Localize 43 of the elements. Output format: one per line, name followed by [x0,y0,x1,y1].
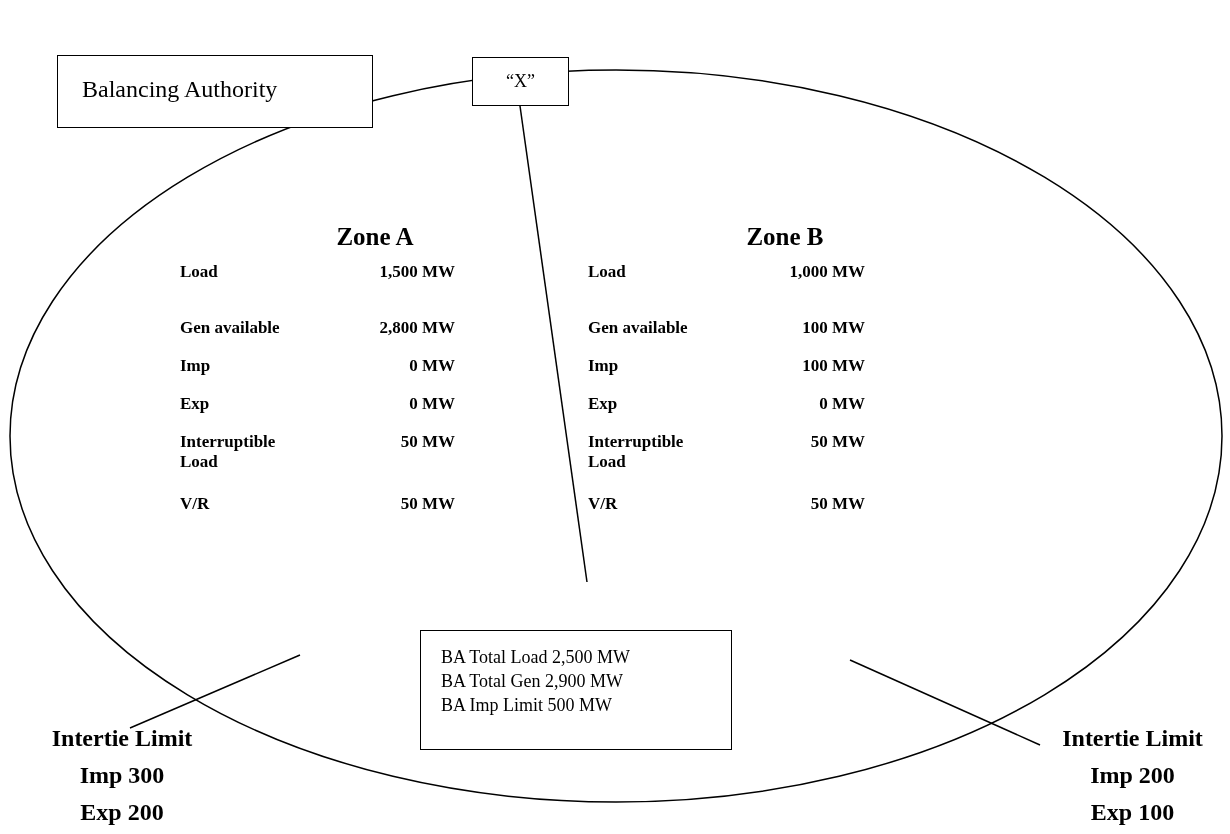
limit-text: Imp 300 [79,762,165,788]
row-label: V/R [180,494,210,513]
leader-line [129,654,301,729]
limit-text: Imp 200 [1090,762,1175,788]
row-label: Gen available [588,318,688,337]
row-label: Interruptible Load [180,432,276,471]
row-value: 50 MW [400,494,455,513]
row-value: 2,800 MW [379,318,455,337]
row-value: 50 MW [810,494,865,513]
summary-box [420,630,732,750]
row-label: Imp [588,356,619,375]
row-value: 1,500 MW [379,262,455,281]
row-value: 100 MW [802,318,865,337]
title-box [57,55,373,128]
row-value: 0 MW [409,394,455,413]
box-text: Balancing Authority [82,76,278,102]
row-label: Load [588,262,626,281]
zone-heading: Zone A [336,223,414,250]
row-label: Imp [180,356,211,375]
row-value: 50 MW [810,432,865,451]
row-label: Gen available [180,318,280,337]
row-value: 1,000 MW [789,262,865,281]
leader-line [519,105,588,583]
limit-text: Exp 200 [80,799,164,825]
box-text: BA Total Gen 2,900 MW [441,671,623,691]
row-value: 0 MW [819,394,865,413]
row-value: 0 MW [409,356,455,375]
leader-line [849,659,1041,746]
callout-box [472,57,569,106]
row-label: Load [180,262,218,281]
row-value: 50 MW [400,432,455,451]
box-text: “X” [506,71,535,91]
box-text: BA Total Load 2,500 MW [441,647,630,667]
row-label: V/R [588,494,618,513]
zone-heading: Zone B [746,223,824,250]
row-label: Exp [180,394,210,413]
row-label: Interruptible Load [588,432,684,471]
limit-text: Intertie Limit [51,725,193,751]
limit-text: Exp 100 [1090,799,1175,825]
row-value: 100 MW [802,356,865,375]
box-text: BA Imp Limit 500 MW [441,695,612,715]
row-label: Exp [588,394,618,413]
limit-text: Intertie Limit [1062,725,1203,751]
